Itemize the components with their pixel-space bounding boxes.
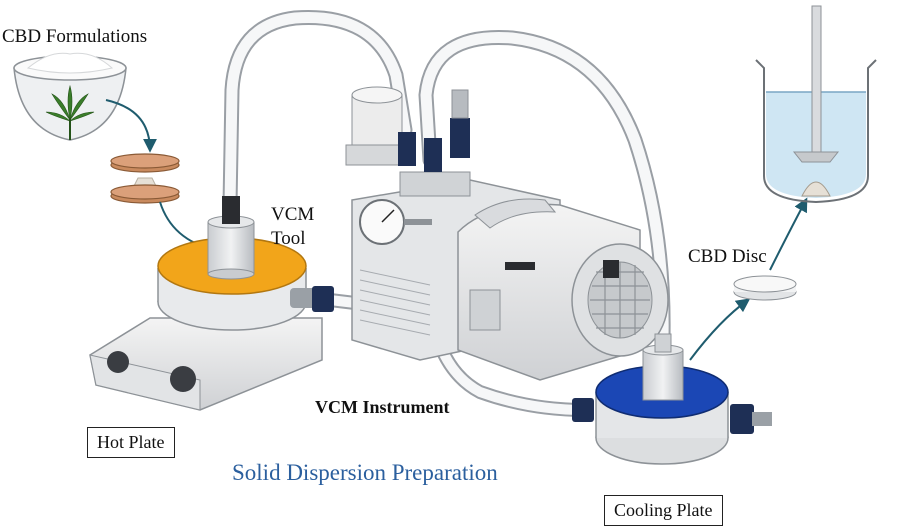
label-cbd-disc: CBD Disc xyxy=(688,246,767,267)
cooling-fitting-left xyxy=(572,398,594,422)
label-cooling-plate: Cooling Plate xyxy=(604,495,723,526)
label-hot-plate: Hot Plate xyxy=(87,427,175,458)
vcm-tool xyxy=(207,196,255,280)
stirrer-shaft xyxy=(811,5,822,155)
cooling-fitting-right xyxy=(730,404,754,434)
pump-switch-icon xyxy=(603,260,619,278)
dissolution-beaker xyxy=(755,5,877,204)
hot-plate-fitting xyxy=(312,286,334,312)
vacuum-pump xyxy=(345,86,669,381)
copper-disc-mold xyxy=(110,153,180,204)
hot-plate-knob-right xyxy=(170,366,196,392)
hot-plate-knob-left xyxy=(107,351,129,373)
arrow-disc-to-beaker xyxy=(769,197,808,271)
arrow-bowl-to-discs xyxy=(105,99,157,153)
arrow-tool-to-disc xyxy=(689,298,751,361)
label-cbd-formulations: CBD Formulations xyxy=(2,26,148,47)
formulation-bowl xyxy=(13,52,127,141)
manifold-fitting-2 xyxy=(424,138,442,172)
cbd-disc xyxy=(733,275,797,301)
cannabis-leaf-icon xyxy=(45,84,95,140)
label-vcm-tool: VCM Tool xyxy=(271,204,315,249)
cooling-vcm-tool xyxy=(642,333,684,401)
label-vcm-instrument: VCM Instrument xyxy=(315,397,450,417)
manifold-fitting-1 xyxy=(398,132,416,166)
diagram-title: Solid Dispersion Preparation xyxy=(232,460,498,485)
manifold-fitting-3 xyxy=(450,118,470,158)
stirrer-paddle xyxy=(792,151,840,163)
